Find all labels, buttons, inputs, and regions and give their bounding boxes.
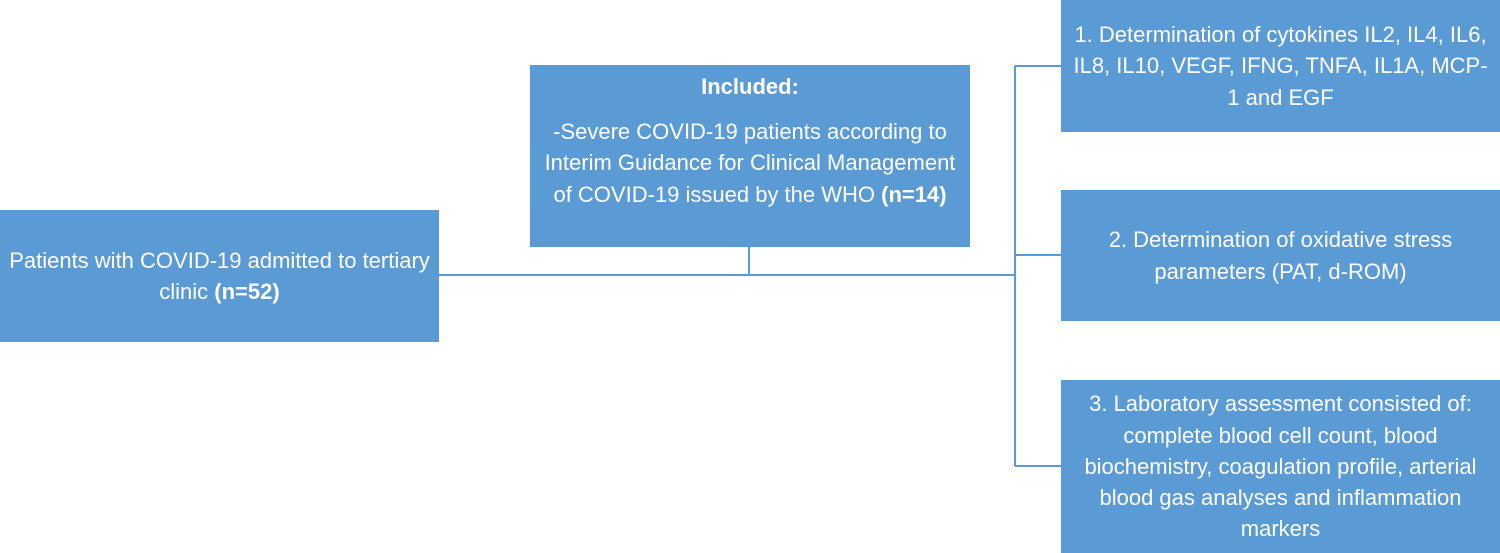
included-count: (n=14)	[881, 181, 947, 207]
patients-text: Patients with COVID-19 admitted to terti…	[8, 245, 431, 307]
included-heading: Included:	[701, 74, 799, 99]
patients-count: (n=52)	[214, 279, 280, 304]
laboratory-assessment-box: 3. Laboratory assessment consisted of: c…	[1061, 380, 1500, 553]
oxidative-stress-box: 2. Determination of oxidative stress par…	[1061, 190, 1500, 321]
included-text: -Severe COVID-19 patients according to I…	[538, 116, 962, 210]
oxidative-stress-text: 2. Determination of oxidative stress par…	[1108, 227, 1453, 284]
laboratory-assessment-text: 3. Laboratory assessment consisted of: c…	[1084, 391, 1477, 542]
included-box: Included: -Severe COVID-19 patients acco…	[530, 65, 970, 247]
included-description: -Severe COVID-19 patients according to I…	[544, 119, 956, 207]
patients-description: Patients with COVID-19 admitted to terti…	[9, 247, 430, 304]
cytokines-box: 1. Determination of cytokines IL2, IL4, …	[1061, 0, 1500, 132]
patients-box: Patients with COVID-19 admitted to terti…	[0, 210, 439, 342]
cytokines-text: 1. Determination of cytokines IL2, IL4, …	[1073, 22, 1488, 110]
